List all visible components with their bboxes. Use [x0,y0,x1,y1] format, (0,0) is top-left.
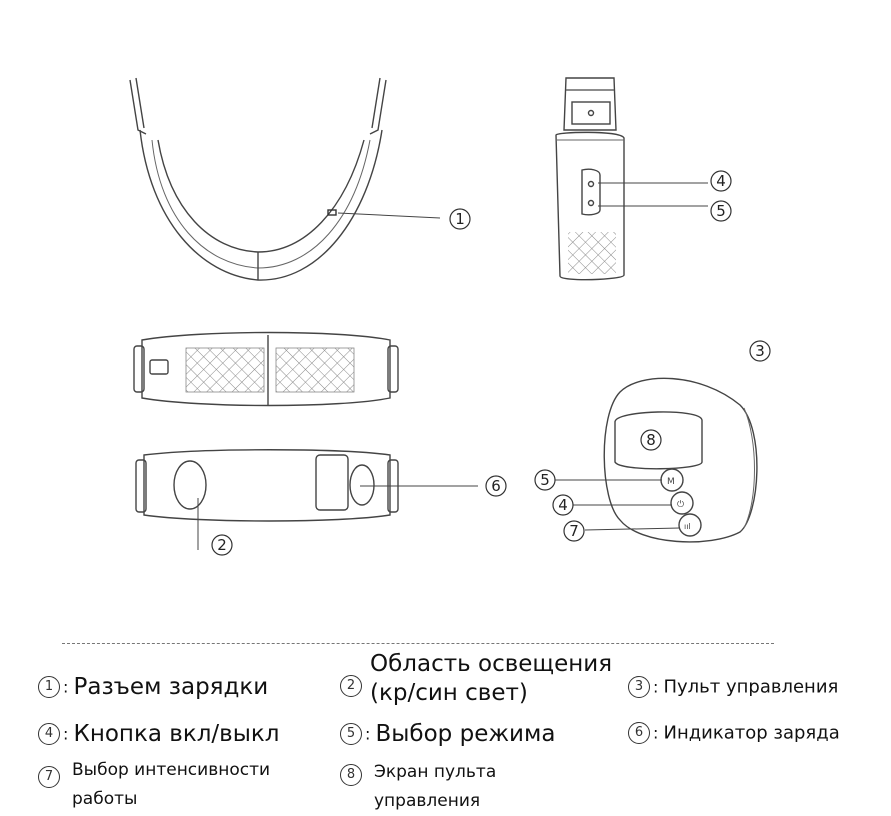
callout-5-top: 5 [710,200,732,222]
remote-power-button-label: ⏻ [677,499,684,510]
svg-text:4: 4 [558,496,568,514]
remote-control [603,377,758,543]
svg-text:1: 1 [455,210,465,228]
callout-4-remote: 4 [552,494,574,516]
legend-item-3: 3: Пульт управления [628,676,838,698]
legend-text-1: Разъем зарядки [73,674,269,700]
svg-text:8: 8 [646,431,656,449]
neckband-side-view [555,77,625,281]
device-diagram: M ⏻ ııl 1 4 5 3 8 5 4 7 6 2 [129,77,771,556]
callout-3: 3 [749,340,771,362]
legend-text-6: Индикатор заряда [663,722,840,744]
legend-number-3: 3 [628,676,650,698]
remote-level-button-label: ııl [684,522,691,531]
legend-item-4: 4: Кнопка вкл/выкл [38,721,279,747]
neckband-front-view [129,77,387,281]
remote-mode-button-label: M [667,477,675,487]
svg-text:5: 5 [540,471,550,489]
legend-item-2: 2 Область освещения (кр/син свет) [340,650,630,708]
legend-number-5: 5 [340,723,362,745]
leader-line-7-remote [584,527,681,531]
legend-number-2: 2 [340,675,362,697]
neckband-top-flat-view [133,331,399,407]
legend-divider [62,643,774,644]
legend-number-6: 6 [628,722,650,744]
legend-text-4: Кнопка вкл/выкл [73,721,280,747]
legend-text-5: Выбор режима [375,721,556,747]
neckband-bottom-flat-view [135,449,399,522]
svg-text:3: 3 [755,342,765,360]
legend-item-1: 1: Разъем зарядки [38,674,268,700]
svg-text:6: 6 [491,477,501,495]
legend-item-8: 8 Экран пульта управления [340,758,540,816]
legend-number-7: 7 [38,766,60,788]
legend-text-3: Пульт управления [663,676,839,698]
callout-2: 2 [211,534,233,556]
svg-text:5: 5 [716,202,726,220]
legend-number-4: 4 [38,723,60,745]
legend-number-1: 1 [38,676,60,698]
callout-5-remote: 5 [534,469,556,491]
svg-text:4: 4 [716,172,726,190]
legend-item-7: 7 Выбор интенсивности работы [38,756,318,814]
callout-7: 7 [563,520,585,542]
leader-line-1 [337,212,441,219]
svg-text:2: 2 [217,536,227,554]
legend-text-8: Экран пульта управления [374,762,497,811]
legend-number-8: 8 [340,764,362,786]
callout-4-top: 4 [710,170,732,192]
svg-text:7: 7 [569,522,579,540]
callout-6: 6 [485,475,507,497]
legend-text-2: Область освещения (кр/син свет) [370,651,613,706]
callout-1: 1 [449,208,471,230]
legend-item-5: 5: Выбор режима [340,721,555,747]
legend-text-7: Выбор интенсивности работы [72,760,271,809]
legend-item-6: 6: Индикатор заряда [628,722,840,744]
callout-8: 8 [640,429,662,451]
